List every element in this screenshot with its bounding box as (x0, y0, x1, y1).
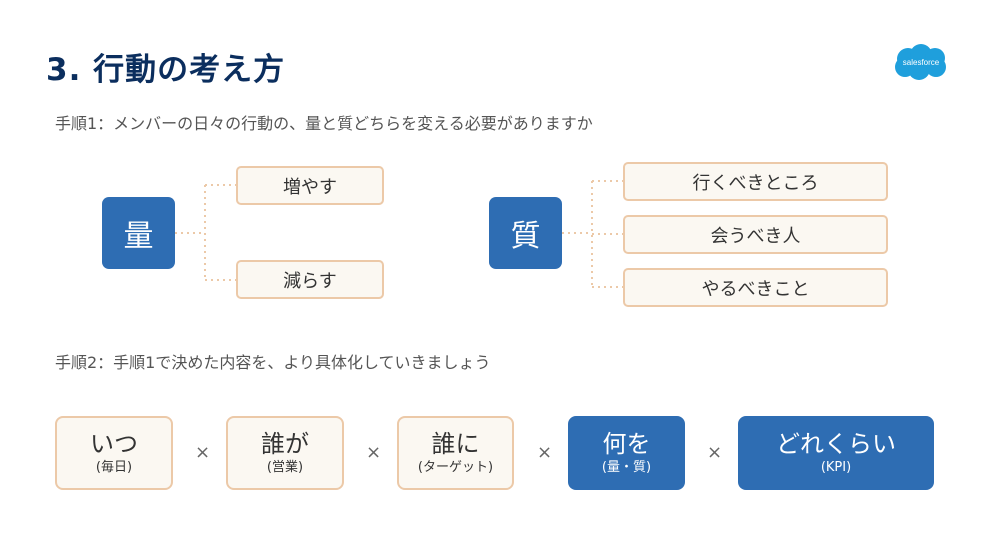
card-what-main: 何を (602, 430, 651, 458)
card-what: 何を (量・質) (568, 416, 685, 490)
card-how-much-sub: (KPI) (820, 460, 852, 475)
quality-option-who: 会うべき人 (623, 215, 888, 254)
quality-option-what: やるべきこと (623, 268, 888, 307)
quantity-node: 量 (102, 197, 175, 269)
card-when-main: いつ (90, 430, 138, 458)
card-what-sub: (量・質) (601, 460, 652, 475)
card-who-sub: (営業) (266, 460, 304, 475)
card-when: いつ (毎日) (55, 416, 173, 490)
multiply-sign: × (707, 442, 723, 463)
multiply-sign: × (195, 442, 211, 463)
quality-node: 質 (489, 197, 562, 269)
quantity-option-decrease: 減らす (236, 260, 384, 299)
card-to-whom: 誰に (ターゲット) (397, 416, 514, 490)
multiply-sign: × (366, 442, 382, 463)
card-who: 誰が (営業) (226, 416, 344, 490)
card-how-much-main: どれくらい (776, 430, 896, 458)
card-how-much: どれくらい (KPI) (738, 416, 934, 490)
salesforce-logo: salesforce (895, 44, 946, 80)
card-who-main: 誰が (261, 430, 309, 458)
svg-text:salesforce: salesforce (903, 58, 940, 67)
quantity-option-increase: 増やす (236, 166, 384, 205)
card-to-whom-sub: (ターゲット) (417, 460, 494, 475)
step2-text: 手順2：手順1で決めた内容を、より具体化していきましょう (55, 353, 491, 372)
quality-option-where: 行くべきところ (623, 162, 888, 201)
card-when-sub: (毎日) (95, 460, 133, 475)
card-to-whom-main: 誰に (431, 430, 480, 458)
step1-text: 手順1：メンバーの日々の行動の、量と質どちらを変える必要がありますか (55, 114, 593, 133)
page-title: 3. 行動の考え方 (46, 52, 286, 88)
multiply-sign: × (537, 442, 553, 463)
